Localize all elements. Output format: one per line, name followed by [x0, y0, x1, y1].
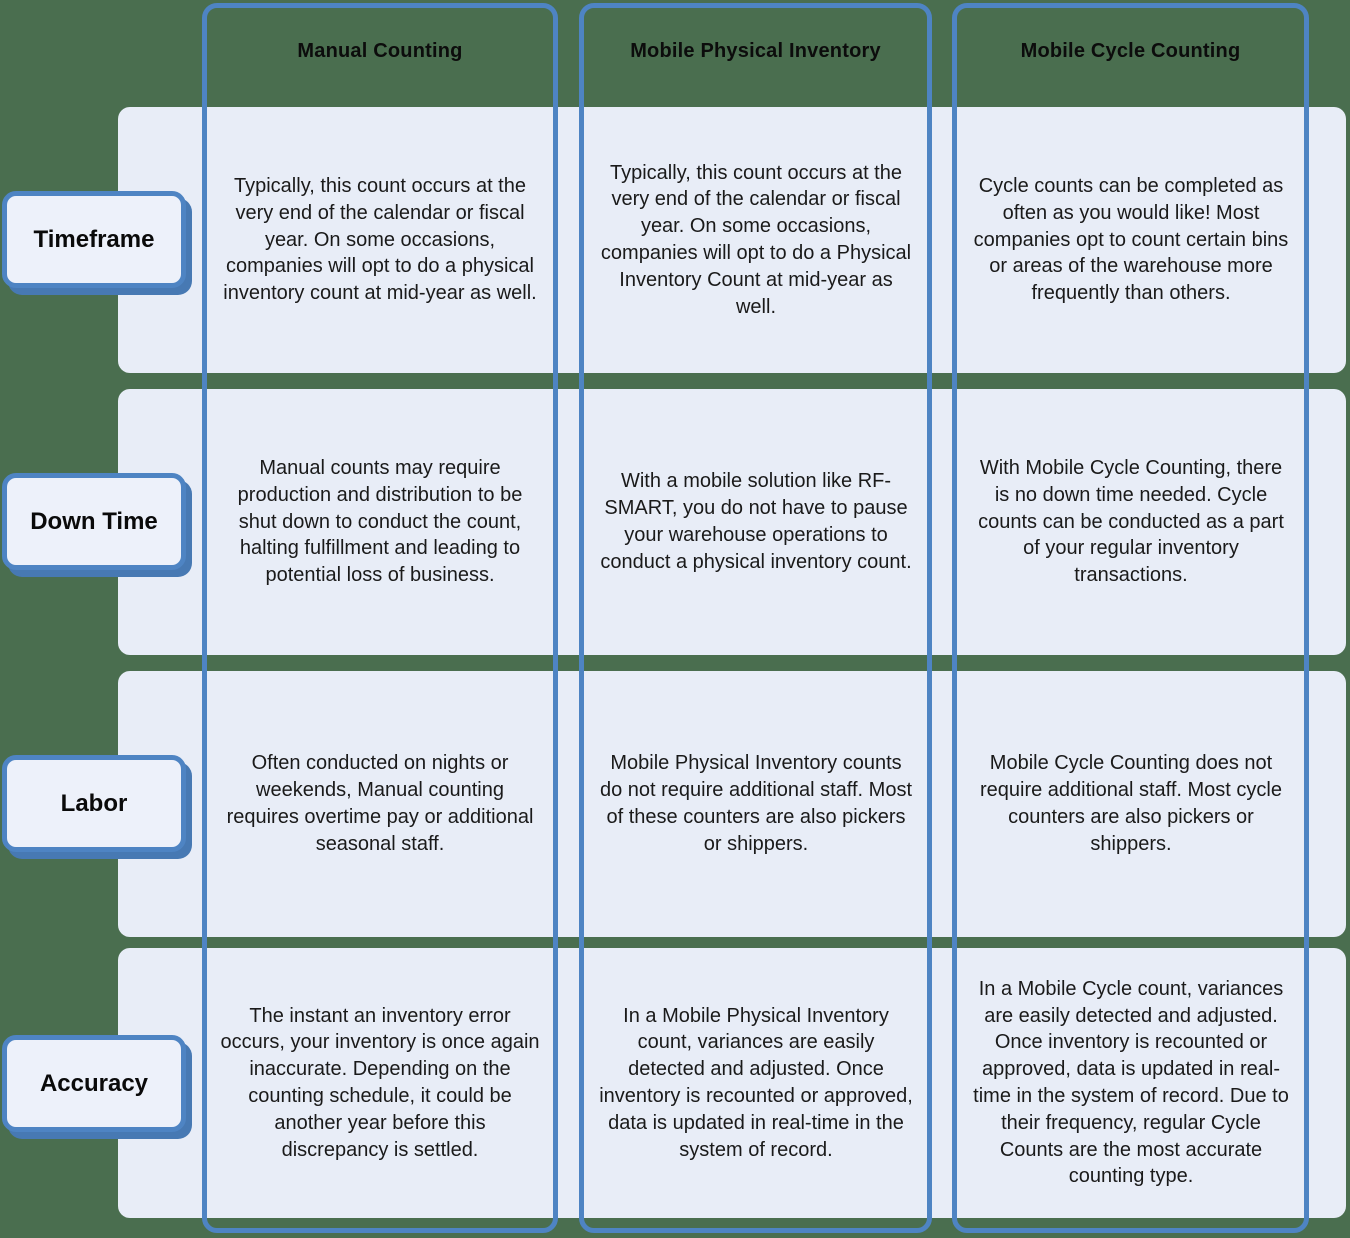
- row-label-text: Labor: [60, 789, 128, 817]
- cell-text: In a Mobile Cycle count, variances are e…: [973, 977, 1289, 1188]
- column-header-manual-counting: Manual Counting: [297, 40, 463, 62]
- cell-labor-mobile-cycle: Mobile Cycle Counting does not require a…: [970, 671, 1292, 937]
- cell-text: With Mobile Cycle Counting, there is no …: [978, 457, 1284, 587]
- row-band-accuracy: [118, 948, 1346, 1218]
- row-band-down-time: [118, 389, 1346, 655]
- row-label-accuracy: Accuracy: [2, 1035, 186, 1132]
- column-mobile-cycle-counting: Mobile Cycle Counting: [952, 3, 1309, 1233]
- cell-timeframe-manual: Typically, this count occurs at the very…: [220, 107, 540, 373]
- row-band-timeframe: [118, 107, 1346, 373]
- cell-downtime-mobile-physical: With a mobile solution like RF-SMART, yo…: [597, 389, 915, 655]
- cell-text: With a mobile solution like RF-SMART, yo…: [600, 470, 912, 573]
- row-label-labor: Labor: [2, 755, 186, 852]
- cell-accuracy-mobile-cycle: In a Mobile Cycle count, variances are e…: [970, 948, 1292, 1218]
- cell-text: In a Mobile Physical Inventory count, va…: [599, 1004, 913, 1161]
- row-band-labor: [118, 671, 1346, 937]
- row-label-text: Down Time: [30, 507, 158, 535]
- cell-labor-manual: Often conducted on nights or weekends, M…: [220, 671, 540, 937]
- column-header-mobile-physical-inventory: Mobile Physical Inventory: [630, 40, 881, 62]
- cell-text: Mobile Physical Inventory counts do not …: [599, 752, 913, 855]
- cell-text: Mobile Cycle Counting does not require a…: [979, 752, 1282, 855]
- row-label-down-time: Down Time: [2, 473, 186, 570]
- cell-text: Manual counts may require production and…: [237, 457, 523, 587]
- cell-timeframe-mobile-cycle: Cycle counts can be completed as often a…: [970, 107, 1292, 373]
- cell-downtime-mobile-cycle: With Mobile Cycle Counting, there is no …: [970, 389, 1292, 655]
- cell-text: Typically, this count occurs at the very…: [600, 161, 912, 318]
- cell-text: Typically, this count occurs at the very…: [223, 175, 537, 305]
- cell-text: Often conducted on nights or weekends, M…: [226, 752, 534, 855]
- row-label-text: Timeframe: [33, 225, 155, 253]
- cell-downtime-manual: Manual counts may require production and…: [220, 389, 540, 655]
- column-mobile-physical-inventory: Mobile Physical Inventory: [579, 3, 932, 1233]
- cell-accuracy-manual: The instant an inventory error occurs, y…: [220, 948, 540, 1218]
- cell-text: Cycle counts can be completed as often a…: [973, 175, 1289, 305]
- column-manual-counting: Manual Counting: [202, 3, 558, 1233]
- column-header-mobile-cycle-counting: Mobile Cycle Counting: [1020, 40, 1241, 62]
- row-label-timeframe: Timeframe: [2, 191, 186, 288]
- cell-labor-mobile-physical: Mobile Physical Inventory counts do not …: [597, 671, 915, 937]
- row-label-text: Accuracy: [39, 1069, 149, 1097]
- cell-timeframe-mobile-physical: Typically, this count occurs at the very…: [597, 107, 915, 373]
- cell-accuracy-mobile-physical: In a Mobile Physical Inventory count, va…: [597, 948, 915, 1218]
- cell-text: The instant an inventory error occurs, y…: [220, 1004, 540, 1161]
